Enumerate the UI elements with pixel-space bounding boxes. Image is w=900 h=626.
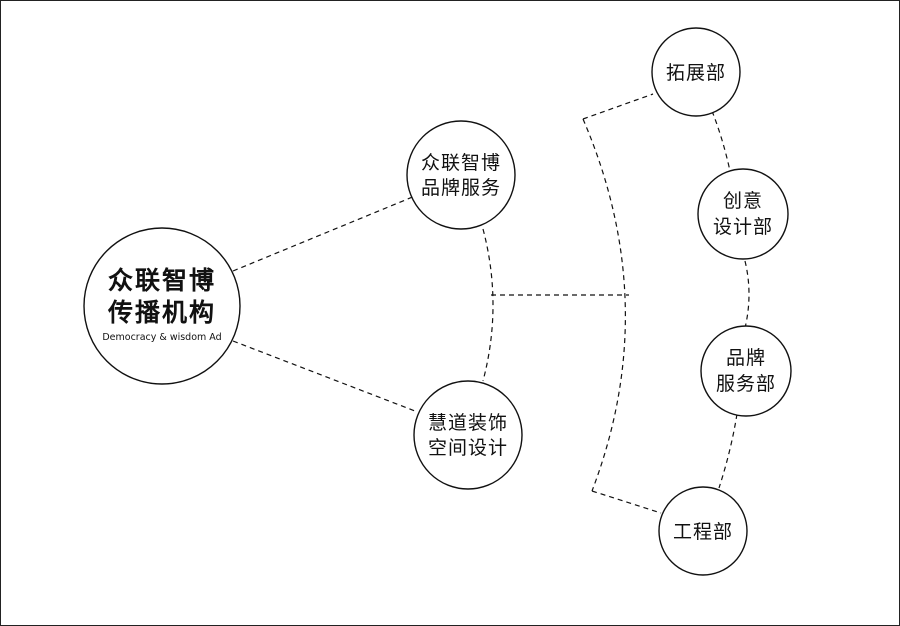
node-branch-brand: 众联智博 品牌服务 <box>406 120 516 230</box>
connector-creative-to-brandservice <box>744 260 750 329</box>
connector-root-to-brand <box>232 195 416 272</box>
root-title-line2: 传播机构 <box>107 298 216 327</box>
connector-bracket-to-expansion <box>582 93 654 120</box>
connector-expansion-to-creative <box>711 110 731 172</box>
root-title-line1: 众联智博 <box>108 266 216 295</box>
connector-department-bracket <box>582 118 626 492</box>
node-dept-creative: 创意 设计部 <box>697 168 789 260</box>
node-dept-brandservice: 品牌 服务部 <box>700 325 792 417</box>
dept-creative-line2: 设计部 <box>713 216 773 238</box>
node-branch-decor-circle <box>413 380 523 490</box>
branch-brand-line1: 众联智博 <box>421 152 501 174</box>
dept-expansion-label: 拓展部 <box>666 62 726 84</box>
branch-decor-line2: 空间设计 <box>428 437 508 459</box>
node-dept-engineering: 工程部 <box>658 486 748 576</box>
root-subtitle: Democracy & wisdom Ad <box>102 332 221 343</box>
branch-brand-line2: 品牌服务 <box>421 177 501 199</box>
connector-bracket-to-engineering <box>591 490 662 514</box>
branch-decor-line1: 慧道装饰 <box>428 412 508 434</box>
node-dept-engineering-circle <box>658 486 748 576</box>
node-root-circle <box>83 227 241 385</box>
connector-brandservice-to-engineering <box>718 413 738 489</box>
node-dept-expansion-circle <box>651 27 741 117</box>
connector-root-to-decor <box>232 340 416 412</box>
node-dept-brandservice-circle <box>700 325 792 417</box>
dept-brandservice-line2: 服务部 <box>716 373 776 395</box>
connector-branch-arc <box>482 228 494 382</box>
node-branch-decor: 慧道装饰 空间设计 <box>413 380 523 490</box>
node-branch-brand-circle <box>406 120 516 230</box>
dept-creative-line1: 创意 <box>723 190 763 212</box>
node-dept-expansion: 拓展部 <box>651 27 741 117</box>
dept-engineering-label: 工程部 <box>673 521 733 543</box>
node-root-company: 众联智博 传播机构 Democracy & wisdom Ad <box>83 227 241 385</box>
node-dept-creative-circle <box>697 168 789 260</box>
dept-brandservice-line1: 品牌 <box>726 347 766 369</box>
